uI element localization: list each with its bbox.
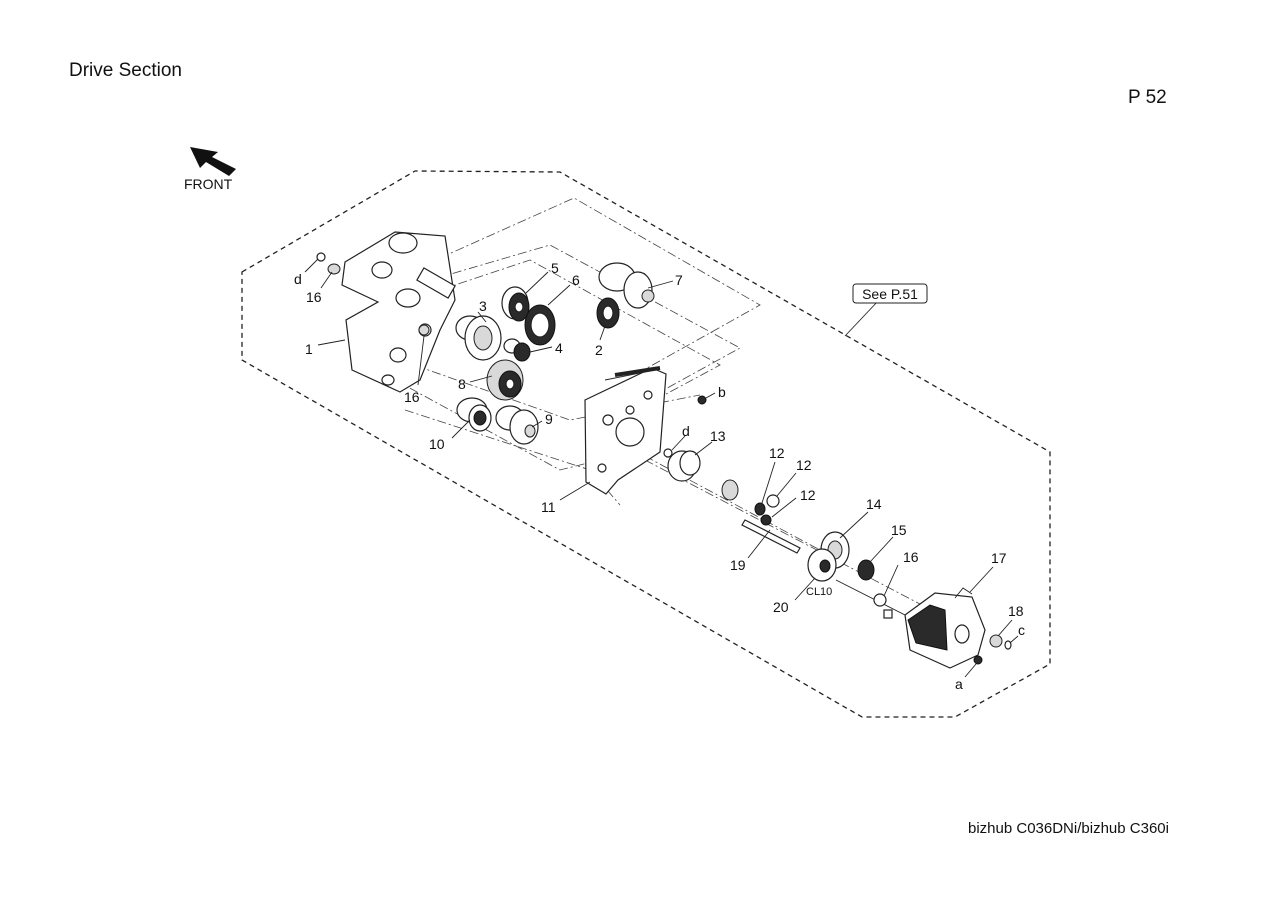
callout-2: 2 — [595, 342, 603, 358]
part-connector — [883, 609, 893, 619]
callout-17: 17 — [991, 550, 1007, 566]
part-3-gear — [455, 315, 502, 361]
part-16-pin-left — [327, 263, 341, 275]
callout-13: 13 — [710, 428, 726, 444]
front-arrow-icon — [190, 147, 236, 176]
callout-11: 11 — [541, 499, 556, 515]
part-coupling — [721, 479, 739, 501]
callout-cl10: CL10 — [806, 586, 832, 598]
part-17-motor — [904, 587, 986, 669]
callout-18: 18 — [1008, 603, 1024, 619]
part-shaft-upper — [614, 366, 661, 377]
part-2-gear — [596, 297, 620, 329]
part-20-clutch — [807, 548, 906, 616]
assembly-boundary — [241, 170, 1051, 718]
callout-9: 9 — [545, 411, 553, 427]
part-18-washer — [989, 634, 1003, 648]
part-19-shaft — [741, 519, 801, 554]
part-15-gear — [857, 559, 875, 581]
part-b-screw — [697, 395, 707, 405]
part-12-ring-2 — [766, 494, 780, 508]
part-4-collar — [503, 338, 531, 362]
part-10-gear — [456, 397, 492, 432]
callout-20: 20 — [773, 599, 789, 615]
callout-a: a — [955, 676, 963, 692]
callout-5: 5 — [551, 260, 559, 276]
callout-15: 15 — [891, 522, 907, 538]
part-1-frame — [341, 231, 456, 393]
callout-12-b: 12 — [796, 457, 812, 473]
callout-d-center: d — [682, 423, 690, 439]
part-7-gear — [598, 262, 655, 309]
page-number: P 52 — [1128, 87, 1167, 108]
callout-3: 3 — [479, 298, 487, 314]
callout-1: 1 — [305, 341, 313, 357]
callout-16-frame: 16 — [404, 389, 420, 405]
callout-leaders — [304, 258, 1019, 678]
part-12-ring-3 — [760, 514, 772, 526]
part-13-bearing — [667, 450, 701, 482]
callout-8: 8 — [458, 376, 466, 392]
callout-19: 19 — [730, 557, 746, 573]
callout-10: 10 — [429, 436, 445, 452]
callout-14: 14 — [866, 496, 882, 512]
callout-6: 6 — [572, 272, 580, 288]
see-reference-box — [852, 283, 928, 304]
part-9-gear — [495, 405, 539, 445]
model-footer: bizhub C036DNi/bizhub C360i — [968, 820, 1169, 837]
part-16-pin-frame — [418, 324, 430, 336]
front-label: FRONT — [184, 176, 233, 192]
callout-16-left: 16 — [306, 289, 322, 305]
part-8-gear — [486, 359, 524, 401]
callout-7: 7 — [675, 272, 683, 288]
callout-c: c — [1018, 622, 1025, 638]
callout-d-left: d — [294, 271, 302, 287]
part-6-gear — [524, 304, 556, 346]
page-title: Drive Section — [69, 60, 182, 81]
part-11-plate — [584, 367, 667, 495]
part-c-clip — [1004, 640, 1012, 650]
callout-12-a: 12 — [769, 445, 785, 461]
part-16-bushing — [873, 593, 887, 607]
see-reference-label: See P.51 — [862, 286, 918, 302]
callout-4: 4 — [555, 340, 563, 356]
part-a-screw — [973, 655, 983, 665]
part-5-gear — [501, 286, 530, 322]
callout-16-motor: 16 — [903, 549, 919, 565]
callout-12-c: 12 — [800, 487, 816, 503]
part-12-ring-1 — [754, 502, 766, 516]
part-d-clip-left — [316, 252, 326, 262]
callout-b: b — [718, 384, 726, 400]
part-d-clip-center — [663, 448, 673, 458]
